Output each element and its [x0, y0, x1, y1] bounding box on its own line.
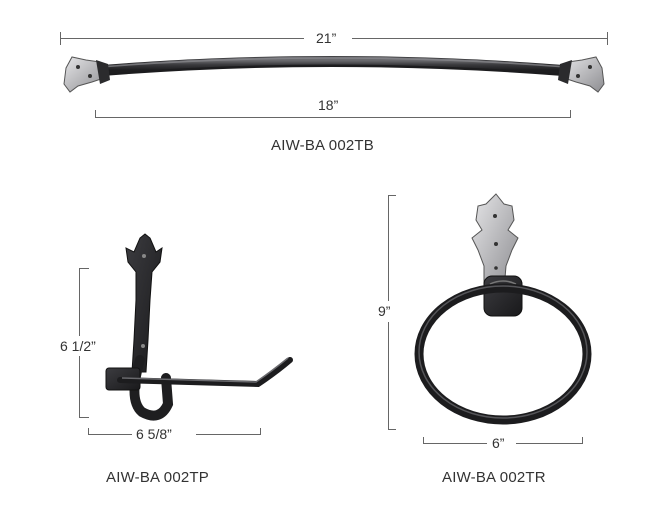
towel-bar-image — [63, 56, 605, 93]
towel-ring-image — [414, 193, 592, 425]
ring-width-line-right — [516, 443, 583, 444]
tissue-height-line-bottom — [79, 356, 80, 418]
tissue-holder-model-label: AIW-BA 002TP — [106, 469, 209, 486]
ring-height-line-bottom — [388, 322, 389, 430]
tissue-width-tick-left — [88, 428, 89, 435]
towel-ring-width-label: 6” — [492, 435, 505, 451]
tissue-width-line-left — [88, 434, 132, 435]
ring-width-line-left — [423, 443, 487, 444]
towel-bar-model-label: AIW-BA 002TB — [271, 137, 374, 154]
tissue-holder-width-label: 6 5/8” — [136, 426, 172, 442]
ring-height-tick-top — [388, 195, 396, 196]
tissue-width-tick-right — [260, 428, 261, 435]
ring-width-tick-right — [582, 437, 583, 444]
overall-length-line-left — [60, 38, 304, 39]
tissue-holder-image — [105, 233, 293, 421]
ring-width-tick-left — [423, 437, 424, 444]
tissue-height-tick-bottom — [79, 417, 89, 418]
towel-bar-overall-length-label: 21” — [316, 30, 337, 46]
overall-length-tick-right — [607, 32, 608, 45]
ring-height-line-top — [388, 195, 389, 301]
towel-bar-rod-length-label: 18” — [318, 97, 339, 113]
ring-height-tick-bottom — [388, 429, 396, 430]
rod-length-tick-left — [95, 110, 96, 118]
overall-length-line-right — [352, 38, 608, 39]
rod-length-tick-right — [570, 110, 571, 118]
towel-ring-model-label: AIW-BA 002TR — [442, 469, 546, 486]
tissue-width-line-right — [196, 434, 260, 435]
overall-length-tick-left — [60, 32, 61, 45]
tissue-holder-height-label: 6 1/2” — [60, 338, 96, 354]
tissue-height-tick-top — [79, 268, 89, 269]
rod-length-line — [95, 117, 571, 118]
towel-ring-height-label: 9” — [378, 303, 391, 319]
tissue-height-line-top — [79, 268, 80, 336]
